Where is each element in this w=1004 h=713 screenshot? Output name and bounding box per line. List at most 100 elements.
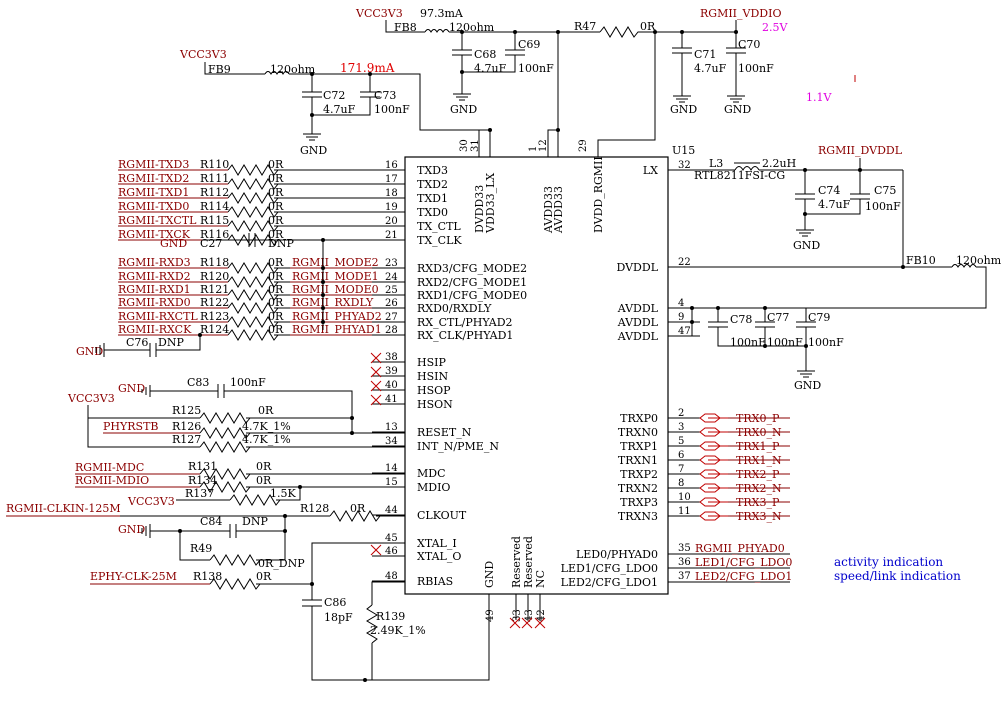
rgmii-resistor-value: 0R: [268, 214, 284, 227]
v11-label: 1.1V: [806, 91, 832, 104]
vcc3v3-fb9-label: VCC3V3: [179, 48, 227, 61]
trx-net-label: TRX3_P: [736, 496, 780, 509]
pin-name-top: VDD33_LX: [484, 173, 497, 234]
rgmii-resistor-value: 0R: [268, 283, 284, 296]
rgmii-strap-label: RGMII_MODE2: [292, 256, 379, 269]
pin-name-bottom: Reserved: [510, 536, 523, 588]
pin-name-right: TRXP2: [620, 468, 658, 481]
gnd-c74: GND: [793, 239, 820, 252]
r125-label: R125: [172, 404, 201, 417]
pin-number-right: 47: [678, 326, 691, 337]
rgmii-resistor-label: R111: [200, 172, 229, 185]
c78-value: 100nF: [730, 336, 766, 349]
c69-label: C69: [518, 38, 540, 51]
trx-net-label: TRX2_P: [736, 468, 780, 481]
pin-name-right: LED0/PHYAD0: [576, 548, 658, 561]
pin-number-top: 29: [578, 139, 589, 152]
r128-value: 0R: [350, 502, 366, 515]
rgmii-net-label: RGMII-TXD1: [118, 186, 189, 199]
c71-value: 4.7uF: [694, 62, 727, 75]
rgmii-resistor: [227, 329, 279, 341]
pin-name-left: RXD0/RXDLY: [417, 302, 492, 315]
pin-name-left: RESET_N: [417, 426, 472, 439]
pin-number-left: 24: [385, 272, 398, 283]
pin-name-left: RXD3/CFG_MODE2: [417, 262, 527, 275]
pin-number-left: 19: [385, 202, 398, 213]
vcc3v3-mdio-label: VCC3V3: [127, 495, 175, 508]
pin-number-right: 8: [678, 478, 684, 489]
trx-rows: TRX0_PTRX0_NTRX1_PTRX1_NTRX2_PTRX2_NTRX3…: [699, 412, 790, 523]
pin-name-right: TRXN2: [618, 482, 658, 495]
pin-number-bottom: 42: [536, 609, 547, 622]
pin-name-top: DVDD33: [473, 185, 486, 233]
rgmii-dvddl-label: RGMII_DVDDL: [818, 144, 903, 157]
pin-number-right: 4: [678, 298, 684, 309]
pin-number-left: 40: [385, 380, 398, 391]
pin-number-left: 23: [385, 258, 398, 269]
c71-label: C71: [694, 48, 716, 61]
rgmii-net-label: RGMII-TXD0: [118, 200, 189, 213]
trx-connector-icon: [699, 511, 728, 521]
rgmii-net-label: RGMII-RXCK: [118, 323, 192, 336]
pin-number-left: 38: [385, 352, 398, 363]
pin-name-left: CLKOUT: [417, 509, 467, 522]
vcc3v3-reset-label: VCC3V3: [67, 392, 115, 405]
rgmii-resistor: [227, 206, 279, 218]
pin-name-right: AVDDL: [617, 316, 659, 329]
rgmii-resistor: [227, 192, 279, 204]
rgmii-net-label: RGMII-TXCTL: [118, 214, 197, 227]
pin-name-left: RXD1/CFG_MODE0: [417, 289, 527, 302]
rgmii-resistor-value: 0R: [268, 200, 284, 213]
trx-net-label: TRX0_P: [736, 412, 780, 425]
pin-number-left: 21: [385, 230, 398, 241]
r47-label: R47: [574, 20, 596, 33]
pin-name-left: MDIO: [417, 481, 450, 494]
rgmii-net-label: RGMII-RXD0: [118, 296, 191, 309]
pin-number-left: 41: [385, 394, 398, 405]
pin-number-bottom: 43: [524, 609, 535, 622]
rgmii-resistor: [227, 164, 279, 176]
trx-net-label: TRX0_N: [736, 426, 782, 439]
rgmii-net-label: RGMII-RXCTL: [118, 310, 198, 323]
r139-label: R139: [376, 610, 405, 623]
c83-label: C83: [187, 376, 209, 389]
trx-net-label: TRX2_N: [736, 482, 782, 495]
pin-name-left: TXD3: [417, 164, 448, 177]
pin-name-left: HSOP: [417, 384, 451, 397]
pin-number-right: 10: [678, 492, 691, 503]
pin-number-left: 45: [385, 533, 398, 544]
rgmii-resistor: [227, 289, 279, 301]
u15-chip-body: [404, 156, 669, 595]
c84-gnd-label: GND: [118, 523, 145, 536]
rgmii-resistor: [227, 276, 279, 288]
c76-value: DNP: [158, 336, 184, 349]
pin-number-top: 30: [459, 139, 470, 152]
pin-number-left: 26: [385, 298, 398, 309]
pin-number-left: 34: [385, 436, 398, 447]
rgmii-resistor-value: 0R: [268, 256, 284, 269]
r126-value: 4.7K_1%: [242, 420, 291, 433]
r128-label: R128: [300, 502, 329, 515]
rgmii-strap-label: RGMII_PHYAD2: [292, 310, 382, 323]
r49-label: R49: [190, 542, 212, 555]
r137-label: R137: [185, 487, 214, 500]
rgmii-net-label: RGMII-RXD3: [118, 256, 191, 269]
pin-name-left: HSIP: [417, 356, 446, 369]
c76-label: C76: [126, 336, 148, 349]
c86-label: C86: [324, 596, 346, 609]
trx-connector-icon: [699, 497, 728, 507]
rgmii-resistor-label: R118: [200, 256, 229, 269]
pin-name-right: TRXN0: [618, 426, 658, 439]
rgmii-strap-label: RGMII_MODE1: [292, 270, 379, 283]
phyrstb-label: PHYRSTB: [103, 420, 159, 433]
pin-number-left: 46: [385, 546, 398, 557]
pin-name-right: LED1/CFG_LDO0: [561, 562, 658, 575]
pin-name-left: TXD1: [417, 192, 448, 205]
pin-number-left: 18: [385, 188, 398, 199]
led0-net-label: RGMII_PHYAD0: [695, 542, 785, 555]
rgmii-resistor: [227, 302, 279, 314]
pin-number-left: 28: [385, 325, 398, 336]
led2-net-label: LED2/CFG_LDO1: [695, 570, 792, 583]
